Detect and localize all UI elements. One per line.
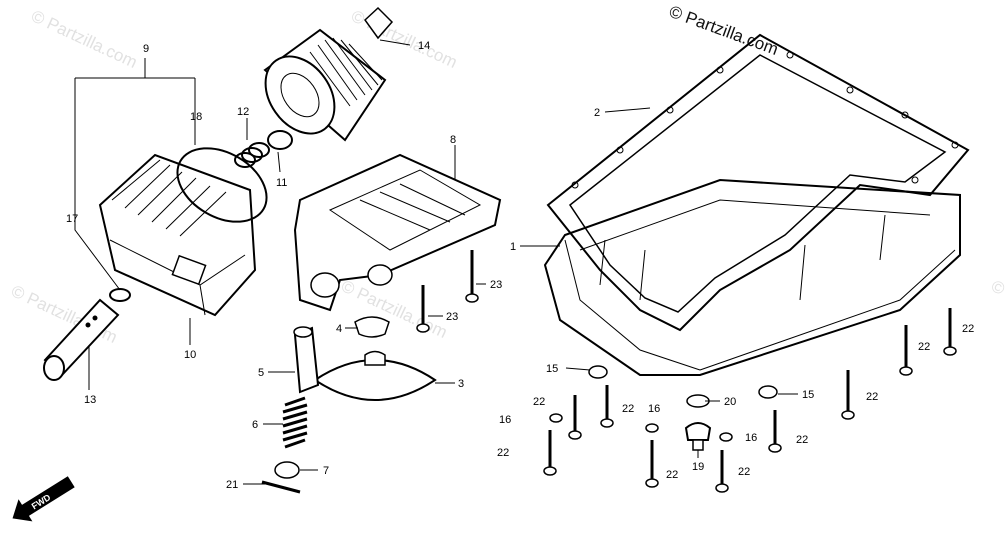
callout-18: 18 xyxy=(190,111,202,123)
bolt xyxy=(943,308,957,356)
callout-14: 14 xyxy=(418,40,430,52)
callout-3: 3 xyxy=(458,378,464,390)
bolt xyxy=(645,440,659,488)
relief-valve xyxy=(293,326,320,394)
callout-22d: 22 xyxy=(666,469,678,481)
sealing-washer xyxy=(719,432,733,442)
filter-washer xyxy=(267,130,293,150)
bolt xyxy=(543,430,557,476)
callout-17: 17 xyxy=(66,213,78,225)
callout-7: 7 xyxy=(323,465,329,477)
callout-10: 10 xyxy=(184,349,196,361)
callout-22g: 22 xyxy=(866,391,878,403)
oil-pump-housing xyxy=(293,153,502,312)
callout-22c: 22 xyxy=(497,447,509,459)
callout-22a: 22 xyxy=(533,396,545,408)
callout-23b: 23 xyxy=(446,311,458,323)
callout-16c: 16 xyxy=(745,432,757,444)
callout-22h: 22 xyxy=(918,341,930,353)
callout-22b: 22 xyxy=(622,403,634,415)
callout-8: 8 xyxy=(450,134,456,146)
callout-12: 12 xyxy=(237,106,249,118)
oil-filter xyxy=(263,6,394,142)
watermark: © Partzilla.com xyxy=(988,276,1006,342)
fwd-arrow: FWD xyxy=(12,476,75,522)
fitting xyxy=(588,365,608,379)
oil-filter-cover xyxy=(98,153,257,317)
callout-22e: 22 xyxy=(738,466,750,478)
oil-pan xyxy=(543,178,961,376)
callout-15b: 15 xyxy=(802,389,814,401)
callout-5: 5 xyxy=(258,367,264,379)
oil-pipe xyxy=(43,288,131,381)
filter-spring xyxy=(234,142,270,168)
callout-22i: 22 xyxy=(962,323,974,335)
callout-16a: 16 xyxy=(499,414,511,426)
watermark: © Partzilla.com xyxy=(28,6,140,72)
bolt xyxy=(715,450,729,493)
fitting xyxy=(758,385,778,399)
o-ring xyxy=(176,147,268,223)
callout-1: 1 xyxy=(510,241,516,253)
callout-16b: 16 xyxy=(648,403,660,415)
bolt xyxy=(568,395,582,440)
bolt xyxy=(465,250,479,303)
callout-21: 21 xyxy=(226,479,238,491)
bolts xyxy=(416,250,957,493)
relief-spring xyxy=(282,396,308,449)
callout-6: 6 xyxy=(252,419,258,431)
callout-20: 20 xyxy=(724,396,736,408)
callout-23a: 23 xyxy=(490,279,502,291)
washer xyxy=(274,461,300,479)
bolt xyxy=(768,410,782,453)
leader-lines xyxy=(74,39,798,485)
oil-strainer xyxy=(313,350,437,401)
callout-11: 11 xyxy=(276,177,287,189)
callout-9: 9 xyxy=(143,43,149,55)
strainer-collar xyxy=(354,316,390,338)
watermark: © Partzilla.com xyxy=(338,276,450,342)
callout-19: 19 xyxy=(692,461,704,473)
sealing-washer xyxy=(645,423,659,433)
callout-2: 2 xyxy=(594,107,600,119)
callout-13: 13 xyxy=(84,394,96,406)
drain-plug xyxy=(684,422,712,451)
bolt xyxy=(841,370,855,420)
pin xyxy=(261,480,301,494)
bolt xyxy=(899,325,913,376)
bolt xyxy=(416,285,430,333)
callout-4: 4 xyxy=(336,323,342,335)
oil-pan-gasket xyxy=(546,33,970,332)
callout-15a: 15 xyxy=(546,363,558,375)
bolt xyxy=(600,385,614,428)
callout-22f: 22 xyxy=(796,434,808,446)
sealing-washer xyxy=(549,413,563,423)
copyright-text: © Partzilla.com xyxy=(667,2,781,59)
callouts: 1 2 3 4 5 6 7 8 9 10 11 12 13 14 15 15 1… xyxy=(66,40,974,491)
